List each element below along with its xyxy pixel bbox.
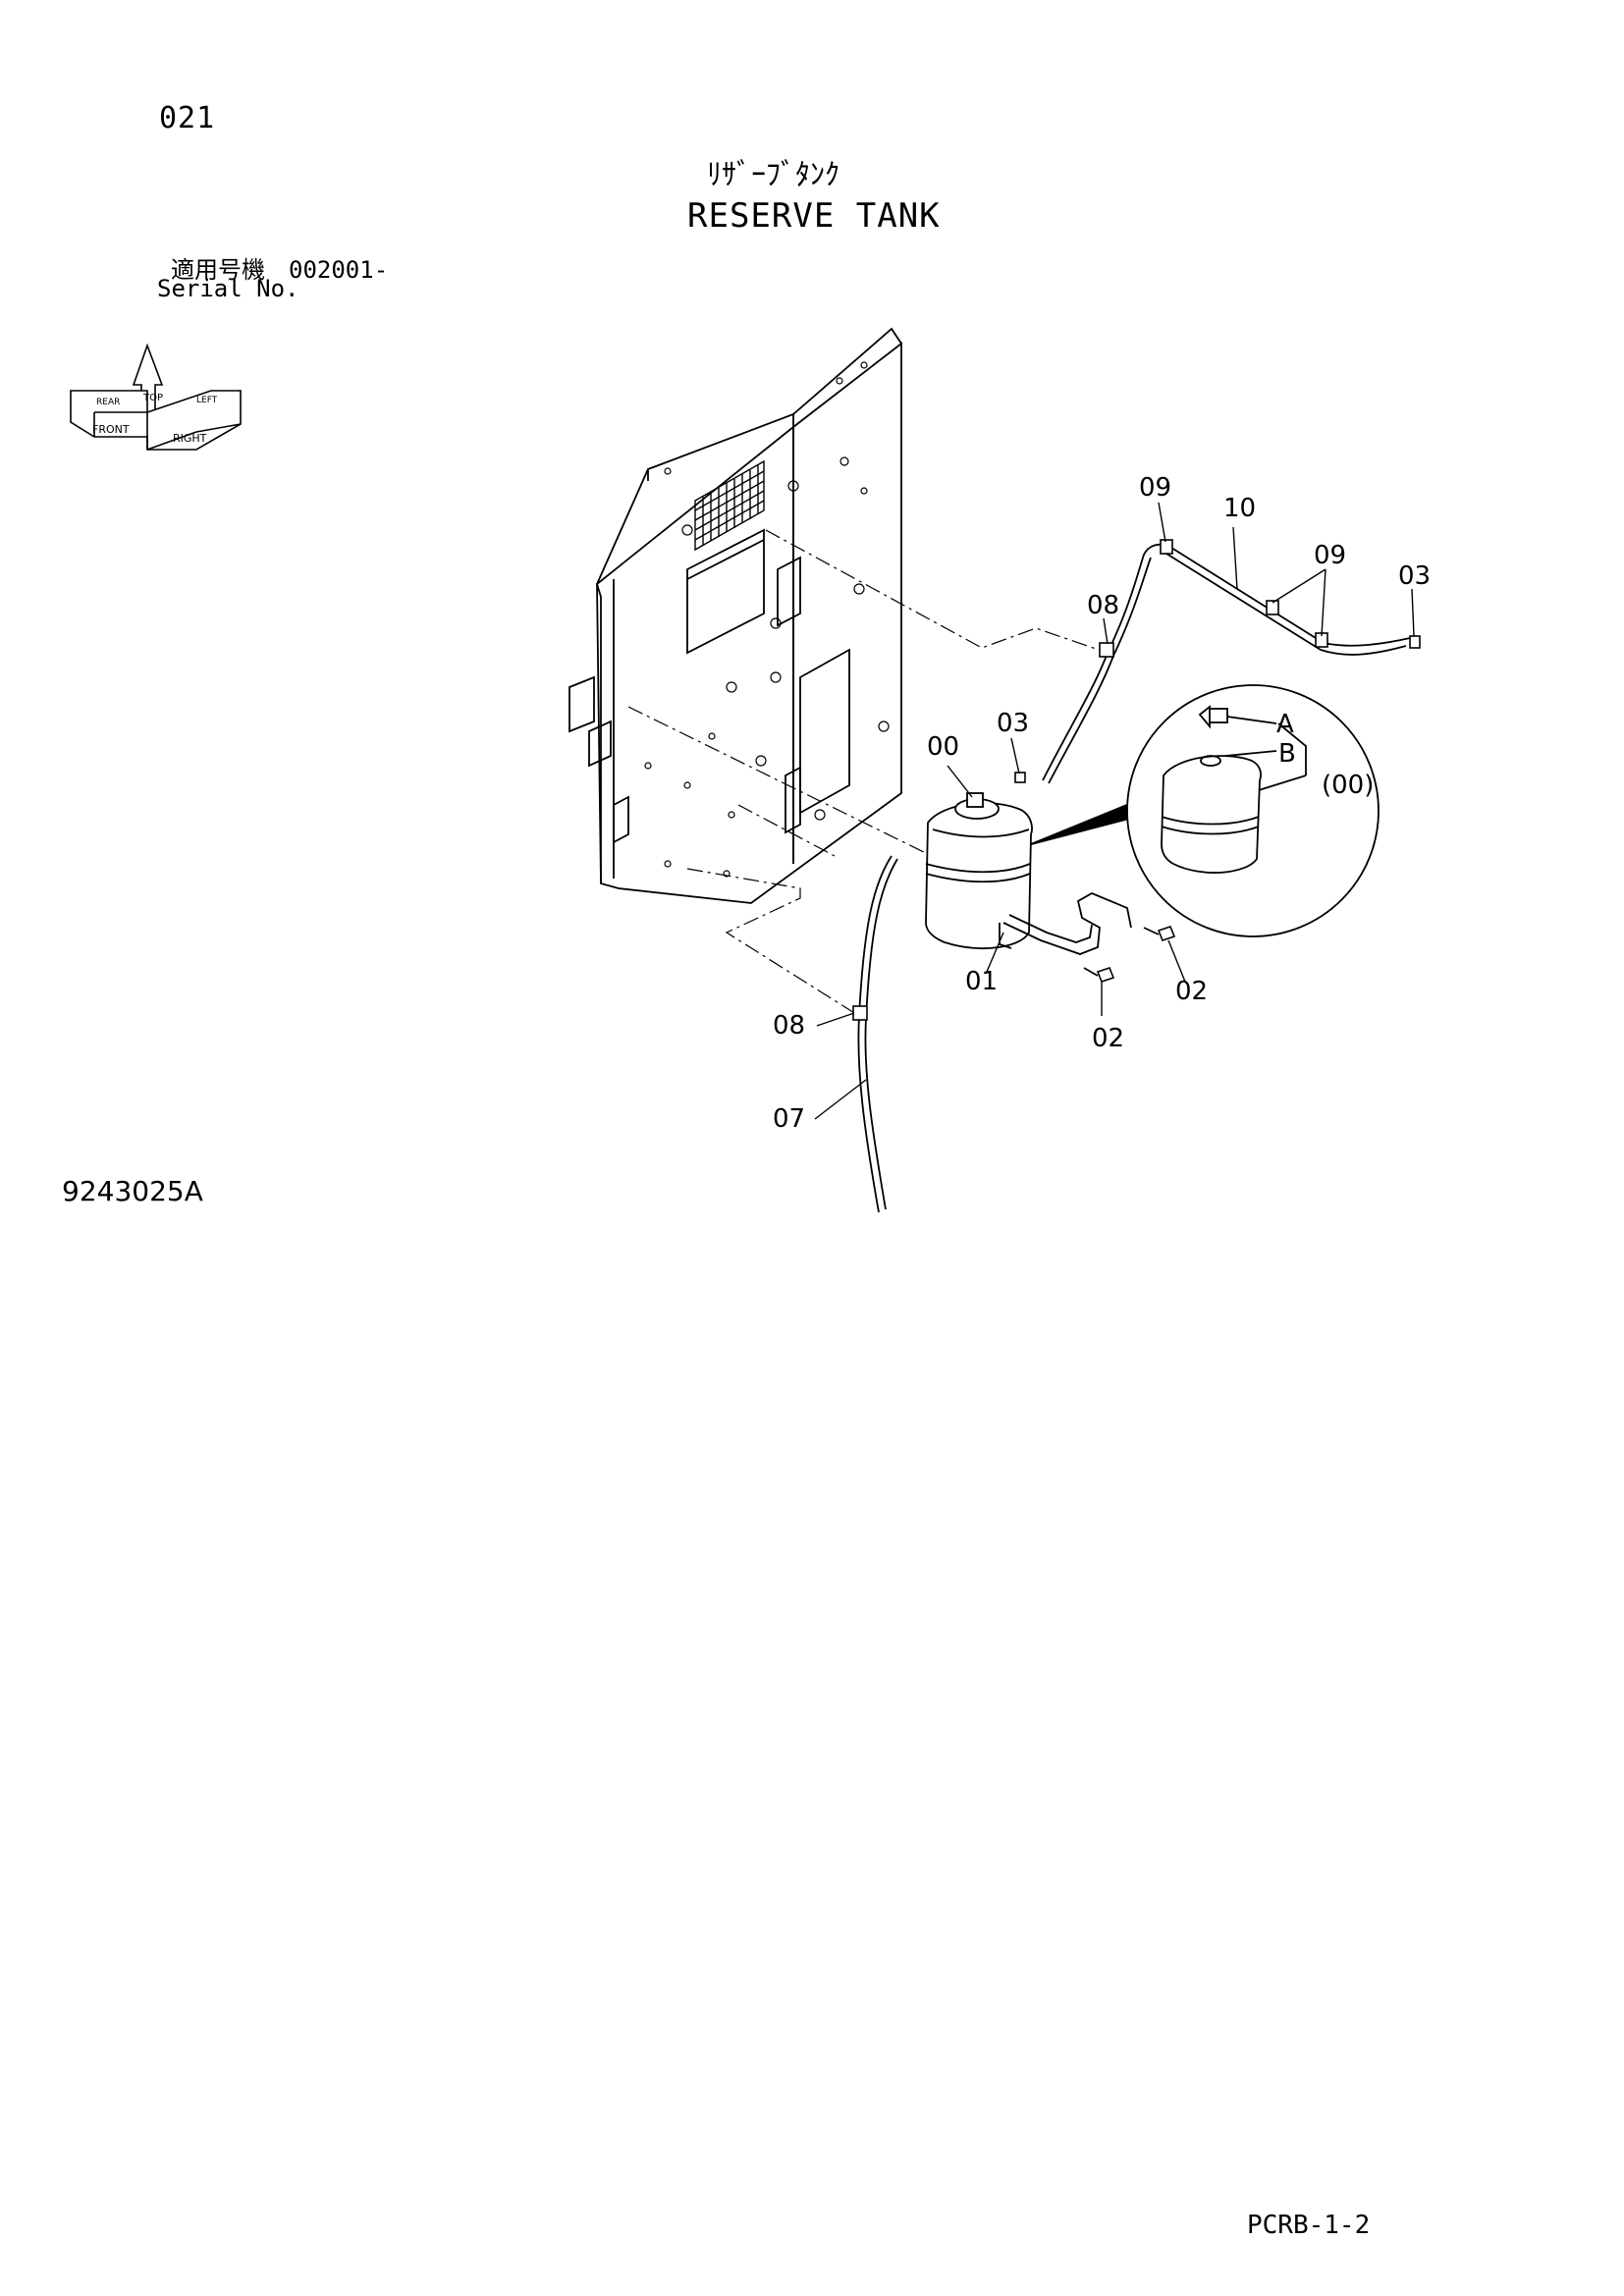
orientation-label-right: RIGHT bbox=[173, 432, 207, 445]
figure-code: 9243025A bbox=[62, 1175, 203, 1207]
bolts bbox=[1083, 926, 1176, 983]
callout-03-tank: 03 bbox=[997, 709, 1030, 738]
callout-08-lower: 08 bbox=[773, 1011, 806, 1041]
serial-label-japanese: 適用号機 002001- bbox=[171, 256, 389, 284]
orientation-label-rear: REAR bbox=[96, 398, 120, 407]
page-code: PCRB-1-2 bbox=[1247, 2211, 1371, 2240]
cab-panel bbox=[568, 327, 902, 904]
callout-07: 07 bbox=[773, 1104, 806, 1134]
callout-00: 00 bbox=[927, 732, 960, 762]
callout-02-right: 02 bbox=[1175, 977, 1209, 1006]
callout-08-top: 08 bbox=[1087, 591, 1120, 620]
callout-00-detail: (00) bbox=[1322, 771, 1375, 800]
serial-label: Serial No. bbox=[157, 275, 299, 302]
callout-01: 01 bbox=[965, 967, 999, 996]
callout-02-lower: 02 bbox=[1092, 1024, 1125, 1053]
callout-09-top: 09 bbox=[1139, 473, 1172, 503]
callout-B: B bbox=[1278, 739, 1296, 769]
callout-09-right: 09 bbox=[1314, 541, 1347, 570]
orientation-label-front: FRONT bbox=[92, 423, 130, 436]
lower-hose bbox=[857, 855, 898, 1213]
page-number: 021 bbox=[159, 101, 216, 135]
hose-clamps bbox=[852, 539, 1421, 1021]
callout-10: 10 bbox=[1223, 494, 1257, 523]
leader-lines bbox=[627, 529, 1109, 1017]
orientation-label-left: LEFT bbox=[196, 396, 218, 405]
page-title: RESERVE TANK bbox=[687, 196, 941, 236]
reserve-tank bbox=[925, 792, 1033, 949]
title-japanese: ﾘｻﾞｰﾌﾞﾀﾝｸ bbox=[707, 158, 839, 192]
callout-leaders bbox=[814, 502, 1415, 1120]
orientation-icon: FRONT RIGHT TOP REAR LEFT bbox=[70, 343, 242, 451]
callout-A: A bbox=[1276, 710, 1294, 739]
tank-bracket bbox=[999, 891, 1132, 955]
orientation-label-top: TOP bbox=[142, 393, 163, 403]
callout-03-right: 03 bbox=[1398, 561, 1432, 591]
detail-view bbox=[1126, 684, 1380, 937]
